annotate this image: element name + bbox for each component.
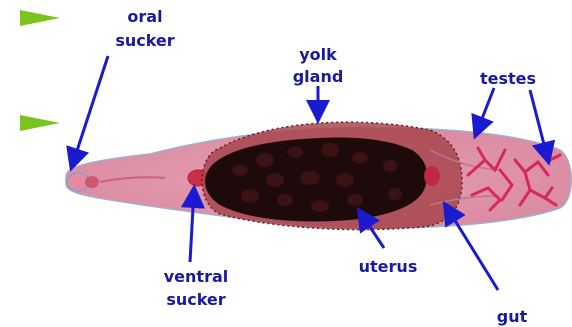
label-yolk-line1: yolk bbox=[299, 45, 337, 64]
arrow-oral-sucker bbox=[72, 56, 108, 166]
bullet-icon-2 bbox=[20, 115, 60, 131]
bullet-icon-1 bbox=[20, 10, 60, 26]
label-gut: gut bbox=[497, 307, 528, 326]
label-ventral-line1: ventral bbox=[164, 267, 229, 286]
label-uterus: uterus bbox=[359, 257, 418, 276]
label-oral-line1: oral bbox=[127, 7, 162, 26]
arrow-testes-1 bbox=[476, 88, 494, 134]
label-yolk-line2: gland bbox=[293, 67, 344, 86]
label-oral-line2: sucker bbox=[115, 31, 174, 50]
label-ventral-line2: sucker bbox=[166, 290, 225, 309]
label-testes: testes bbox=[480, 69, 536, 88]
